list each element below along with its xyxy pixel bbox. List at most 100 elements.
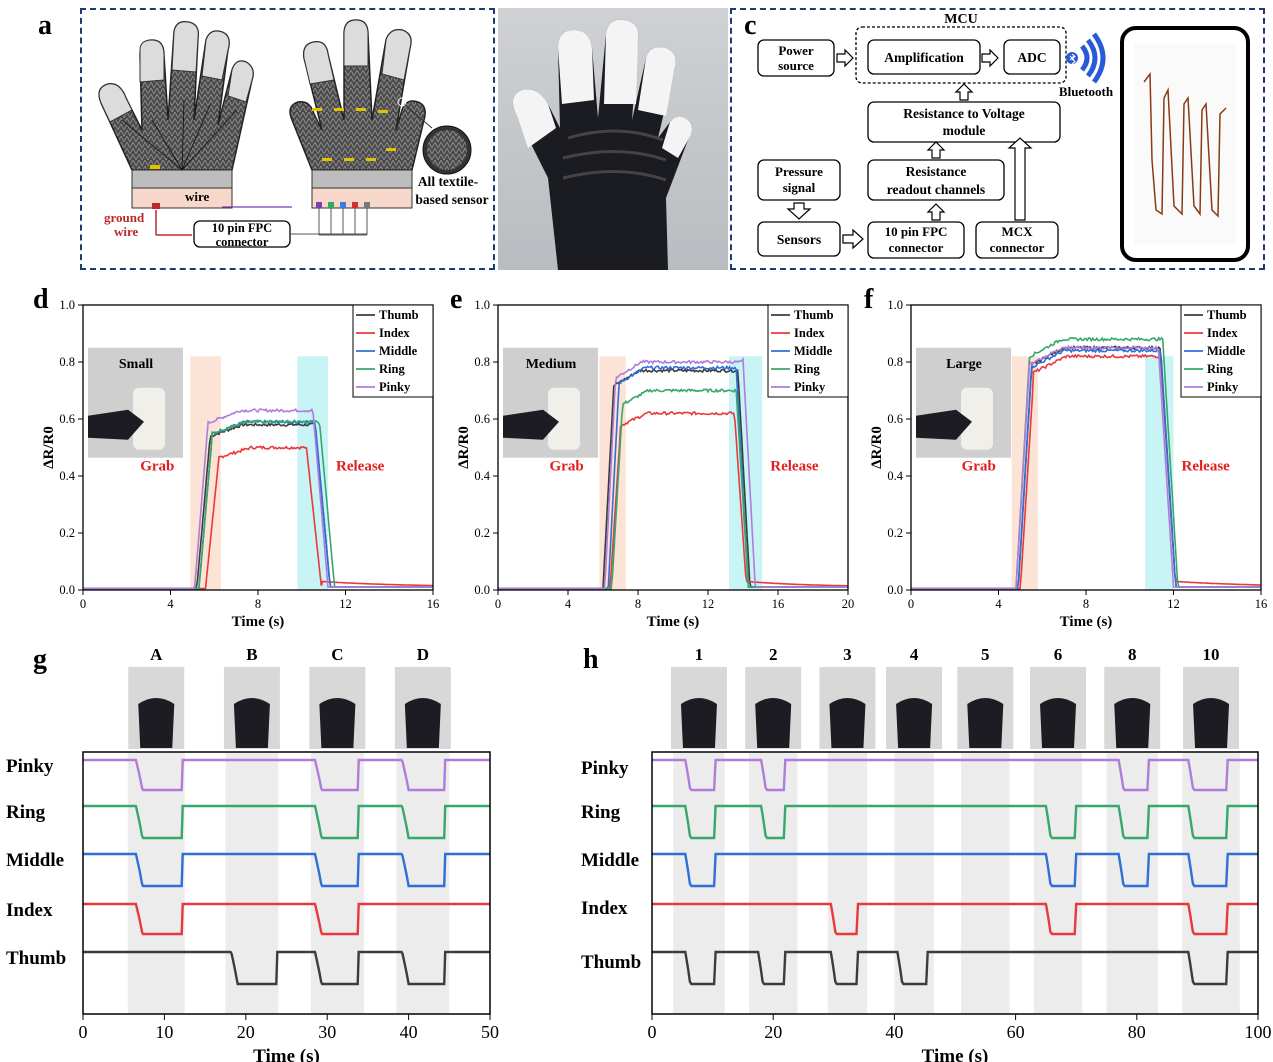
x-tick-label: 8 (255, 597, 261, 611)
x-tick-label: 40 (400, 1022, 418, 1042)
x-tick-label: 0 (908, 597, 914, 611)
inset-label: Medium (526, 357, 577, 372)
y-tick-label: 0.4 (59, 469, 75, 483)
panel-c-frame (730, 8, 1265, 270)
y-tick-label: 1.0 (474, 298, 490, 312)
row-label-pinky: Pinky (581, 758, 629, 779)
inset-hand (88, 409, 144, 440)
gesture-hand (319, 698, 356, 748)
inset-bottle (133, 387, 165, 450)
series-line-ring (83, 804, 490, 840)
y-tick-label: 1.0 (59, 298, 75, 312)
series-line-pinky (83, 758, 490, 792)
y-tick-label: 0.8 (59, 355, 75, 369)
gesture-hand (1114, 698, 1151, 748)
mcu-label: MCU (944, 12, 977, 27)
gesture-hand (829, 698, 866, 748)
panel-a-frame (80, 8, 495, 270)
bluetooth-icon (1066, 32, 1106, 84)
legend-label: Middle (794, 344, 833, 358)
panel-label-h: h (583, 644, 599, 675)
x-axis-label: Time (s) (1060, 614, 1113, 630)
panel-label-a: a (38, 10, 52, 41)
row-label-pinky: Pinky (6, 756, 54, 777)
x-tick-label: 30 (318, 1022, 336, 1042)
gesture-window (673, 752, 725, 1014)
glove-front-view (222, 19, 472, 236)
inset-hand (916, 409, 972, 440)
y-tick-label: 0.0 (887, 583, 903, 597)
gesture-label: 10 (1203, 645, 1220, 664)
gesture-hand (1193, 698, 1230, 748)
y-tick-label: 0.8 (474, 355, 490, 369)
x-tick-label: 8 (1083, 597, 1089, 611)
x-tick-label: 4 (995, 597, 1002, 611)
gesture-label: 8 (1128, 645, 1137, 664)
inset-label: Small (119, 357, 153, 372)
row-label-middle: Middle (581, 850, 639, 871)
plot-frame (651, 751, 1259, 1015)
x-tick-label: 100 (1245, 1022, 1272, 1042)
series-line-index (652, 902, 1258, 936)
x-tick-label: 80 (1128, 1022, 1146, 1042)
series-line-middle (652, 852, 1258, 888)
gesture-hand (680, 698, 717, 748)
x-tick-label: 0 (80, 597, 86, 611)
y-tick-label: 0.0 (474, 583, 490, 597)
grab-label: Grab (962, 458, 996, 474)
legend-label: Middle (379, 344, 418, 358)
grab-label: Grab (550, 458, 584, 474)
gesture-label: B (246, 645, 257, 664)
gesture-hand (755, 698, 792, 748)
x-tick-label: 0 (79, 1022, 88, 1042)
y-tick-label: 0.4 (887, 469, 903, 483)
y-axis-label: ΔR/R0 (869, 426, 885, 469)
x-tick-label: 40 (885, 1022, 903, 1042)
x-tick-label: 16 (427, 597, 440, 611)
panel-label-g: g (33, 644, 47, 675)
row-label-ring: Ring (6, 802, 46, 823)
inset-bottle (548, 387, 580, 450)
y-axis-label: ΔR/R0 (456, 426, 472, 469)
legend-label: Ring (379, 362, 405, 376)
legend-label: Pinky (1207, 380, 1239, 394)
gesture-label: 1 (695, 645, 704, 664)
series-line-thumb (83, 950, 490, 986)
legend-label: Thumb (1207, 308, 1247, 322)
inset-label: Large (946, 357, 982, 372)
gesture-label: C (331, 645, 343, 664)
sensors-label: Sensors (777, 232, 821, 247)
row-label-ring: Ring (581, 802, 621, 823)
gesture-label: 2 (769, 645, 778, 664)
adc-label: ADC (1017, 50, 1046, 65)
x-tick-label: 50 (481, 1022, 499, 1042)
legend-label: Index (379, 326, 410, 340)
series-line-pinky (652, 758, 1258, 792)
x-tick-label: 20 (764, 1022, 782, 1042)
y-tick-label: 0.0 (59, 583, 75, 597)
gesture-hand (967, 698, 1004, 748)
gesture-label: 6 (1054, 645, 1063, 664)
series-line-ring (652, 804, 1258, 840)
x-tick-label: 20 (237, 1022, 255, 1042)
gesture-label: 3 (843, 645, 852, 664)
series-line-pinky (83, 407, 433, 590)
x-tick-label: 60 (1007, 1022, 1025, 1042)
inset-hand (503, 409, 559, 440)
gesture-window (127, 752, 185, 1014)
gesture-window (961, 752, 1010, 1014)
x-tick-label: 10 (155, 1022, 173, 1042)
gesture-label: 5 (981, 645, 990, 664)
gesture-window (396, 752, 450, 1014)
legend-label: Thumb (794, 308, 834, 322)
legend-label: Pinky (379, 380, 411, 394)
